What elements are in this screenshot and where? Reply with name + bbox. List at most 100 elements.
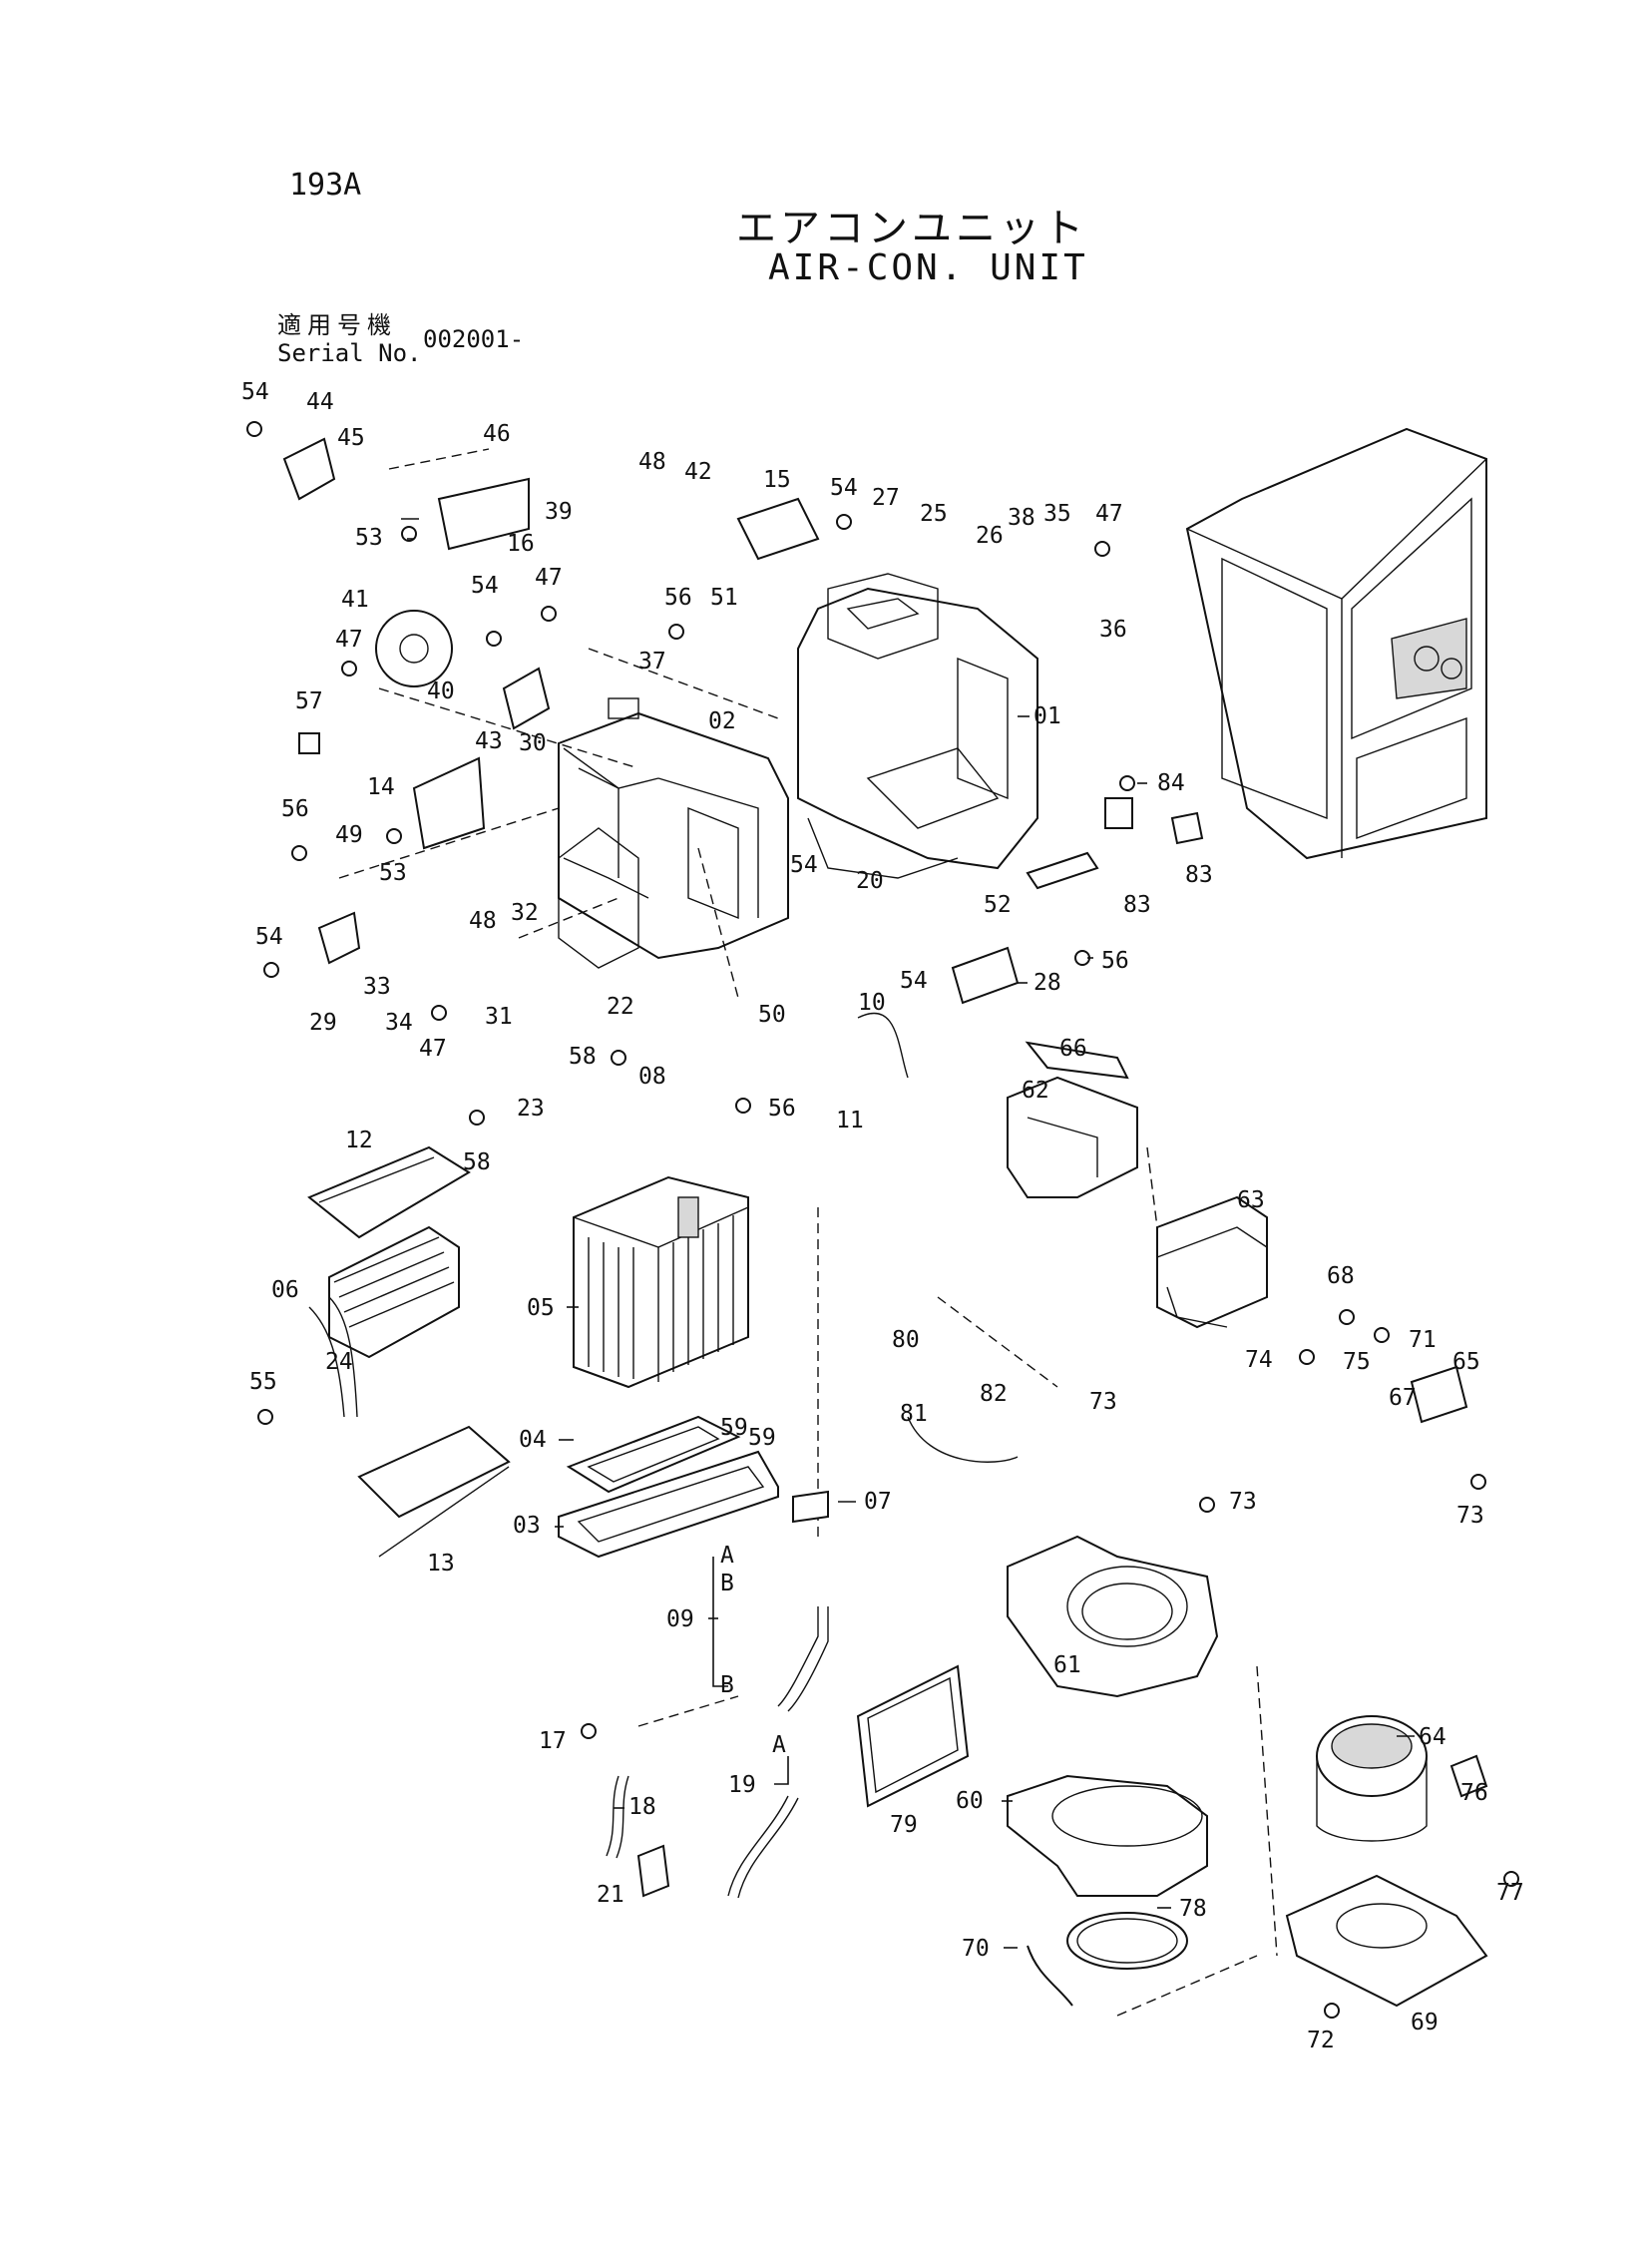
callout-54: 54	[830, 475, 858, 501]
callout-49: 49	[335, 822, 363, 848]
callout-B: B	[720, 1571, 734, 1596]
callout-27: 27	[872, 485, 900, 511]
blower-housing-61	[1007, 1535, 1219, 1698]
callout-75: 75	[1343, 1349, 1371, 1375]
callout-48: 48	[469, 908, 497, 934]
callout-83: 83	[1123, 892, 1151, 918]
callout-54: 54	[255, 924, 283, 950]
callout-59: 59	[748, 1425, 776, 1451]
callout-23: 23	[517, 1096, 545, 1122]
serial-number-value: 002001-	[423, 325, 525, 353]
callout-59: 59	[720, 1415, 748, 1441]
assembly-dashed-lines	[338, 448, 1278, 2017]
callout-24: 24	[325, 1349, 353, 1375]
callout-30: 30	[519, 730, 547, 756]
callout-78: 78	[1179, 1896, 1207, 1922]
callout-26: 26	[976, 523, 1004, 549]
callout-labels: 54 44 45 46 53 16 39 48 42 15 54 27 25 2…	[241, 379, 1524, 2053]
callout-40: 40	[427, 679, 455, 704]
tray-03	[558, 1450, 779, 1559]
callout-09: 09	[666, 1606, 694, 1632]
callout-77: 77	[1496, 1880, 1524, 1906]
tray-04	[566, 1415, 741, 1494]
housing-01	[797, 573, 1038, 879]
callout-46: 46	[483, 421, 511, 447]
callout-41: 41	[341, 587, 369, 613]
serial-label-japanese: 適用号機	[277, 311, 397, 339]
filter-12	[307, 1145, 471, 1239]
callout-36: 36	[1099, 617, 1127, 643]
callout-32: 32	[511, 900, 539, 926]
callout-83: 83	[1185, 862, 1213, 888]
callout-68: 68	[1327, 1263, 1355, 1289]
title-japanese: エアコンユニット	[736, 206, 1087, 251]
callout-82: 82	[980, 1381, 1008, 1407]
small-parts	[282, 437, 1488, 2007]
callout-73: 73	[1089, 1389, 1117, 1415]
leader-lines	[401, 518, 1415, 1949]
callout-43: 43	[475, 728, 503, 754]
callout-47: 47	[1095, 501, 1123, 527]
plate-66	[1025, 1041, 1129, 1080]
callout-18: 18	[628, 1794, 656, 1820]
callout-31: 31	[485, 1004, 513, 1030]
callout-73: 73	[1456, 1503, 1484, 1529]
callout-03: 03	[513, 1513, 541, 1539]
callout-07: 07	[864, 1489, 892, 1515]
callout-54: 54	[900, 968, 928, 994]
callout-84: 84	[1157, 770, 1185, 796]
callout-58: 58	[463, 1149, 491, 1175]
page-code: 193A	[289, 168, 362, 203]
seal-79	[856, 1664, 970, 1808]
callout-54: 54	[790, 852, 818, 878]
callout-51: 51	[710, 585, 738, 611]
callout-56: 56	[1101, 948, 1129, 974]
callout-64: 64	[1419, 1724, 1446, 1750]
callout-38: 38	[1008, 505, 1035, 531]
title-english: AIR-CON. UNIT	[768, 247, 1088, 288]
callout-33: 33	[363, 974, 391, 1000]
callout-A: A	[720, 1543, 734, 1569]
callout-19: 19	[728, 1772, 756, 1798]
callout-35: 35	[1043, 501, 1071, 527]
seal-78	[1066, 1912, 1188, 1970]
motor-bracket-69	[1285, 1874, 1488, 2008]
callout-11: 11	[836, 1108, 864, 1133]
callout-04: 04	[519, 1427, 547, 1453]
callout-39: 39	[545, 499, 573, 525]
callout-22: 22	[607, 994, 634, 1020]
callout-69: 69	[1411, 2010, 1439, 2036]
callout-01: 01	[1033, 703, 1061, 729]
callout-20: 20	[856, 868, 884, 894]
housing-02	[558, 697, 789, 969]
fasteners	[246, 421, 1519, 2019]
cab-illustration	[1185, 427, 1487, 860]
callout-63: 63	[1237, 1187, 1265, 1213]
callout-54: 54	[471, 573, 499, 599]
filter-13	[357, 1425, 511, 1558]
callout-37: 37	[638, 649, 666, 675]
serial-label-english: Serial No.	[277, 339, 422, 367]
callout-05: 05	[527, 1295, 555, 1321]
callout-47: 47	[535, 565, 563, 591]
callout-66: 66	[1059, 1036, 1087, 1062]
callout-16: 16	[507, 531, 535, 557]
callout-06: 06	[271, 1277, 299, 1303]
callout-42: 42	[684, 459, 712, 485]
evaporator-05	[573, 1175, 749, 1389]
callout-28: 28	[1033, 970, 1061, 996]
callout-65: 65	[1452, 1349, 1480, 1375]
callout-50: 50	[758, 1002, 786, 1028]
callout-74: 74	[1245, 1347, 1273, 1373]
callout-47: 47	[335, 627, 363, 653]
callout-A: A	[772, 1732, 786, 1758]
callout-B: B	[720, 1672, 734, 1698]
blower-case-63	[1156, 1195, 1268, 1329]
callout-44: 44	[306, 389, 334, 415]
callout-48: 48	[638, 449, 666, 475]
callout-52: 52	[984, 892, 1012, 918]
callout-47: 47	[419, 1036, 447, 1062]
callout-80: 80	[892, 1327, 920, 1353]
heater-core-06	[308, 1225, 460, 1418]
